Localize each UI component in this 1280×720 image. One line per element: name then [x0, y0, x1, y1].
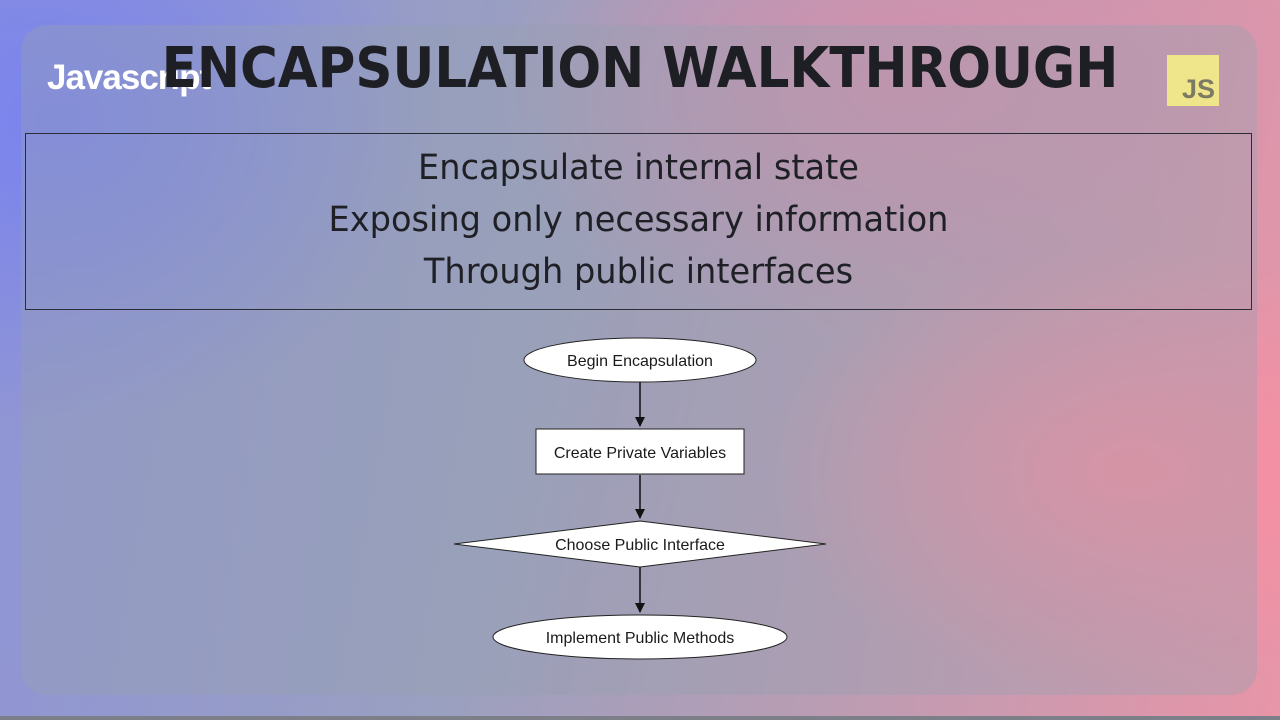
brand-label: Javascript — [47, 58, 211, 97]
flow-node-label: Create Private Variables — [554, 445, 726, 462]
summary-line: Exposing only necessary information — [328, 200, 949, 240]
page-title: ENCAPSULATION WALKTHROUGH — [161, 36, 1119, 101]
flow-node-start: Begin Encapsulation — [523, 337, 757, 383]
summary-line: Through public interfaces — [423, 252, 854, 292]
flow-node-label: Implement Public Methods — [546, 630, 735, 647]
js-logo-text: JS — [1181, 74, 1215, 104]
summary-line: Encapsulate internal state — [418, 148, 859, 188]
flow-node-end: Implement Public Methods — [492, 614, 788, 660]
summary-box: Encapsulate internal state Exposing only… — [25, 133, 1252, 310]
flow-node-label: Begin Encapsulation — [567, 353, 713, 370]
js-logo-icon: JS — [1167, 55, 1219, 106]
flow-node-label: Choose Public Interface — [555, 537, 725, 554]
bottom-strip — [0, 716, 1280, 720]
flow-node-process: Create Private Variables — [535, 428, 745, 475]
flow-node-decision: Choose Public Interface — [453, 520, 827, 568]
